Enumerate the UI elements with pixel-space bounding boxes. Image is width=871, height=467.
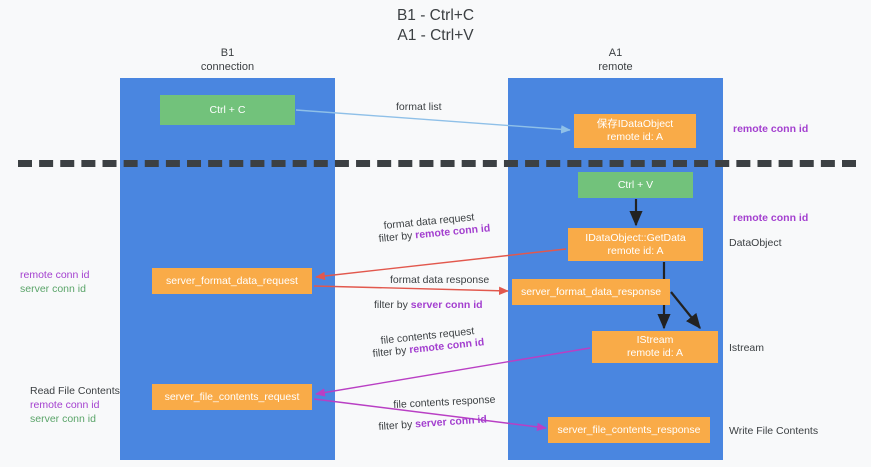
node-server-file-contents-request-label: server_file_contents_request bbox=[164, 390, 300, 403]
edge-label-format-data-response: format data response bbox=[390, 273, 489, 287]
annotation-left-remote-conn-id: remote conn id bbox=[20, 269, 90, 281]
annotation-right-dataobject: DataObject bbox=[729, 237, 782, 249]
edge-label-format-list-text: format list bbox=[396, 101, 442, 113]
node-server-format-data-response[interactable]: server_format_data_response bbox=[512, 279, 670, 305]
node-istream-remote-id: remote id: A bbox=[626, 347, 684, 359]
node-server-file-contents-response[interactable]: server_file_contents_response bbox=[548, 417, 710, 443]
annotation-left-bottom-remote-conn-id: remote conn id bbox=[30, 399, 100, 411]
lane-header-b1-role: connection bbox=[200, 61, 255, 73]
node-server-format-data-response-label: server_format_data_response bbox=[520, 285, 662, 298]
node-save-idataobject-remote-id: remote id: A bbox=[606, 131, 664, 143]
node-idataobject-getdata[interactable]: IDataObject::GetData remote id: A bbox=[568, 228, 703, 261]
node-istream[interactable]: IStream remote id: A bbox=[592, 331, 718, 363]
page-title: B1 - Ctrl+C A1 - Ctrl+V bbox=[0, 6, 871, 46]
edge-label-file-contents-response-filter-prefix: filter by bbox=[378, 418, 416, 433]
page-title-line2: A1 - Ctrl+V bbox=[397, 27, 474, 44]
node-server-format-data-request-label: server_format_data_request bbox=[166, 274, 298, 287]
edge-label-format-data-response-filter-prefix: filter by bbox=[374, 299, 411, 311]
lane-header-b1-name: B1 bbox=[220, 47, 235, 59]
annotation-right-write-file-contents: Write File Contents bbox=[729, 425, 819, 437]
lane-header-a1-name: A1 bbox=[608, 47, 623, 59]
edge-label-file-contents-response-filter: filter by server conn id bbox=[378, 412, 487, 434]
node-server-file-contents-request[interactable]: server_file_contents_request bbox=[152, 384, 312, 410]
edge-label-format-data-response-filter: filter by server conn id bbox=[374, 298, 483, 312]
node-ctrl-c[interactable]: Ctrl + C bbox=[160, 95, 295, 125]
node-ctrl-v-label: Ctrl + V bbox=[617, 178, 654, 191]
edge-label-format-data-response-text: format data response bbox=[390, 274, 490, 286]
page-title-line1: B1 - Ctrl+C bbox=[396, 7, 475, 24]
annotation-left-read-file-contents: Read File Contents bbox=[30, 385, 120, 397]
lane-header-b1: B1 connection bbox=[120, 46, 335, 74]
annotation-left-server-conn-id: server conn id bbox=[20, 283, 86, 295]
annotation-left-read-file-contents-group: Read File Contents remote conn id server… bbox=[30, 384, 120, 426]
annotation-right-remote-conn-id-top: remote conn id bbox=[733, 123, 809, 135]
annotation-right-remote-conn-id-mid: remote conn id bbox=[733, 212, 809, 224]
node-server-file-contents-response-label: server_file_contents_response bbox=[557, 423, 701, 436]
node-save-idataobject-label: 保存IDataObject bbox=[596, 118, 674, 130]
edge-label-format-list: format list bbox=[396, 100, 442, 114]
edge-label-file-contents-request-filter-prefix: filter by bbox=[372, 344, 410, 360]
phase-separator bbox=[18, 160, 856, 167]
annotation-left-conn-ids: remote conn id server conn id bbox=[20, 268, 89, 296]
node-idataobject-getdata-label: IDataObject::GetData bbox=[585, 231, 686, 244]
lane-header-a1: A1 remote bbox=[508, 46, 723, 74]
edge-label-file-contents-response-filter-key: server conn id bbox=[414, 413, 488, 431]
edge-label-file-contents-response-text: file contents response bbox=[393, 393, 496, 411]
edge-label-file-contents-response: file contents response bbox=[393, 393, 496, 412]
node-save-idataobject[interactable]: 保存IDataObject remote id: A bbox=[574, 114, 696, 148]
edge-label-format-data-response-filter-key: server conn id bbox=[410, 299, 483, 311]
node-ctrl-c-label: Ctrl + C bbox=[209, 103, 246, 116]
annotation-left-bottom-server-conn-id: server conn id bbox=[30, 413, 96, 425]
annotation-right-istream: Istream bbox=[729, 342, 765, 354]
node-istream-label: IStream bbox=[636, 334, 674, 346]
edge-label-format-data-request-filter-prefix: filter by bbox=[378, 229, 416, 245]
node-ctrl-v[interactable]: Ctrl + V bbox=[578, 172, 693, 198]
lane-header-a1-role: remote bbox=[598, 61, 633, 73]
node-idataobject-getdata-remote-id: remote id: A bbox=[607, 244, 664, 257]
node-server-format-data-request[interactable]: server_format_data_request bbox=[152, 268, 312, 294]
